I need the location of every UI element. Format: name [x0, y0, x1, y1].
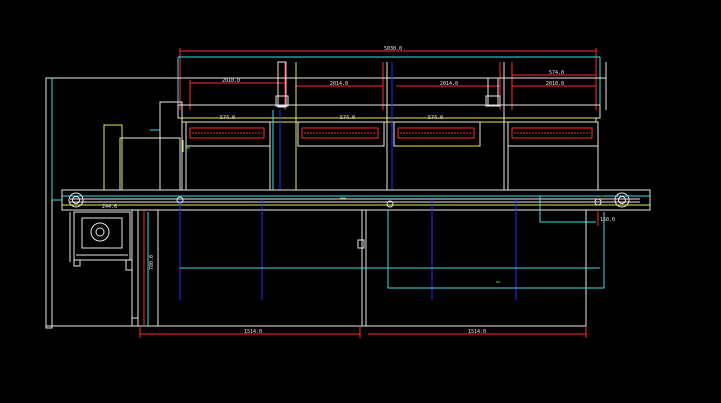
dim-segment-mid-right: 2014.0: [440, 81, 458, 87]
cyan-routing-lines: [51, 78, 605, 289]
dim-drive-width: 244.6: [102, 204, 117, 210]
heater-module-1: [185, 121, 271, 191]
heater-module-3: [393, 121, 481, 147]
dim-segment-left: 2010.0: [222, 78, 240, 84]
dim-heater-3: 574.0: [428, 115, 443, 121]
heater-module-2: [297, 121, 385, 147]
dim-base-left: 1514.0: [244, 329, 262, 335]
dim-overall-length: 5030.0: [384, 46, 402, 52]
dim-heater-2: 574.0: [340, 115, 355, 121]
dim-right-offset: 150.0: [600, 217, 615, 223]
dim-base-right: 1514.0: [468, 329, 486, 335]
heater-module-4: [507, 121, 599, 191]
bottom-dimension-lines: [139, 210, 599, 338]
upper-housing: [45, 77, 601, 329]
drive-unit: [69, 211, 133, 271]
conveyor-frame: [61, 189, 651, 211]
dim-segment-mid-left: 2014.0: [330, 81, 348, 87]
exhaust-posts: [182, 61, 505, 190]
top-dimension-lines: [46, 48, 607, 110]
dim-segment-right: 2010.0: [546, 81, 564, 87]
dim-height: 780.0: [149, 255, 155, 270]
dim-heater-1: 574.0: [220, 115, 235, 121]
green-marks: [186, 147, 604, 283]
blue-guide-lines: [179, 200, 517, 300]
dim-segment-right-top: 574.0: [549, 70, 564, 76]
